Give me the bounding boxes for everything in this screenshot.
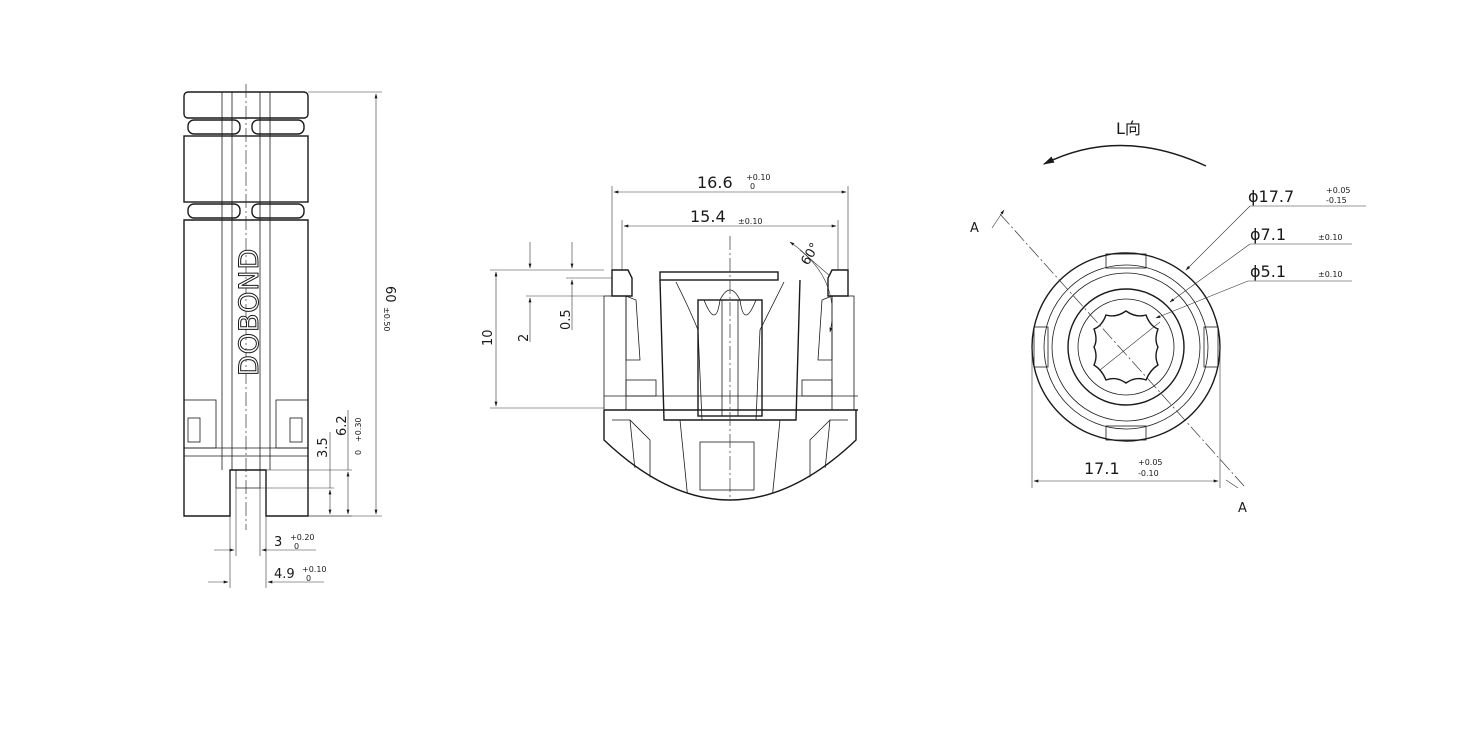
dim-6-2-tol-lower: 0 [354,450,363,455]
dim-10: 10 [481,329,496,346]
side-logo: DOBOND [234,248,265,376]
phi-7-1-tol: ±0.10 [1318,233,1343,242]
phi-17-7: ϕ17.7 [1248,187,1294,206]
dim-6-2-tol-upper: +0.30 [354,417,363,442]
dim-3: 3 [274,535,282,550]
dim-0-5: 0.5 [559,309,574,330]
dim-16-6-tol-lower: 0 [750,182,755,191]
section-top-grid [659,271,779,281]
torx-socket [1093,310,1159,384]
dim-3-5: 3.5 [316,437,331,458]
angle-60: 60° [798,241,823,268]
dim-17-1-tol-lower: -0.10 [1138,469,1159,478]
side-groove-1-right [251,119,305,135]
dim-2: 2 [517,334,532,342]
dim-length-60: 60 [382,286,397,303]
dim-6-2: 6.2 [335,415,350,436]
section-mark-top: A [970,221,979,236]
phi-17-7-tol-lower: -0.15 [1326,196,1347,205]
phi-5-1: ϕ5.1 [1250,262,1286,281]
dim-16-6-tol-upper: +0.10 [746,173,771,182]
side-view: DOBOND 60 ±0.50 6.2 +0.30 0 3.5 3 +0.20 … [183,84,397,588]
dim-3-tol-lower: 0 [294,542,299,551]
dim-15-4-tol: ±0.10 [738,217,763,226]
direction-label: L向 [1116,119,1141,138]
side-groove-2-right [251,203,305,219]
dim-4-9: 4.9 [274,567,295,582]
dim-length-60-tol: ±0.50 [382,307,391,332]
end-view: L向 A A ϕ17.7 +0.05 -0.15 ϕ7.1 ±0.10 ϕ5.1 [970,119,1366,516]
phi-5-1-tol: ±0.10 [1318,270,1343,279]
dim-17-1: 17.1 [1084,459,1120,478]
dim-15-4: 15.4 [690,207,726,226]
dim-3-tol-upper: +0.20 [290,533,315,542]
side-groove-2-left [187,203,241,219]
dim-17-1-tol-upper: +0.05 [1138,458,1163,467]
section-bottom-outline [603,410,857,501]
dim-16-6: 16.6 [697,173,733,192]
phi-7-1: ϕ7.1 [1250,225,1286,244]
side-groove-1-left [187,119,241,135]
section-view: 16.6 +0.10 0 15.4 ±0.10 60° 10 2 0.5 [481,173,858,501]
dim-4-9-tol-upper: +0.10 [302,565,327,574]
direction-arrow [1042,144,1207,167]
dim-4-9-tol-lower: 0 [306,574,311,583]
phi-17-7-tol-upper: +0.05 [1326,186,1351,195]
section-mark-bottom: A [1238,501,1247,516]
